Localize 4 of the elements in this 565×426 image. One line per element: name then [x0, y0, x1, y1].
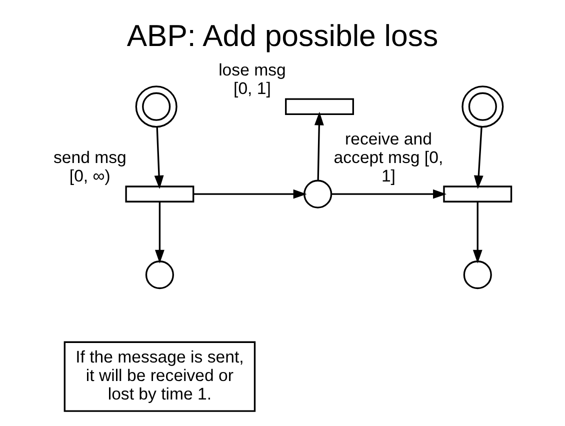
node-label: lose msg [0, 1] [218, 60, 286, 98]
node-label: receive and accept msg [0, 1] [334, 129, 444, 186]
node-label: send msg [0, ∞) [53, 148, 126, 186]
diagram-title: ABP: Add possible loss [126, 20, 438, 53]
